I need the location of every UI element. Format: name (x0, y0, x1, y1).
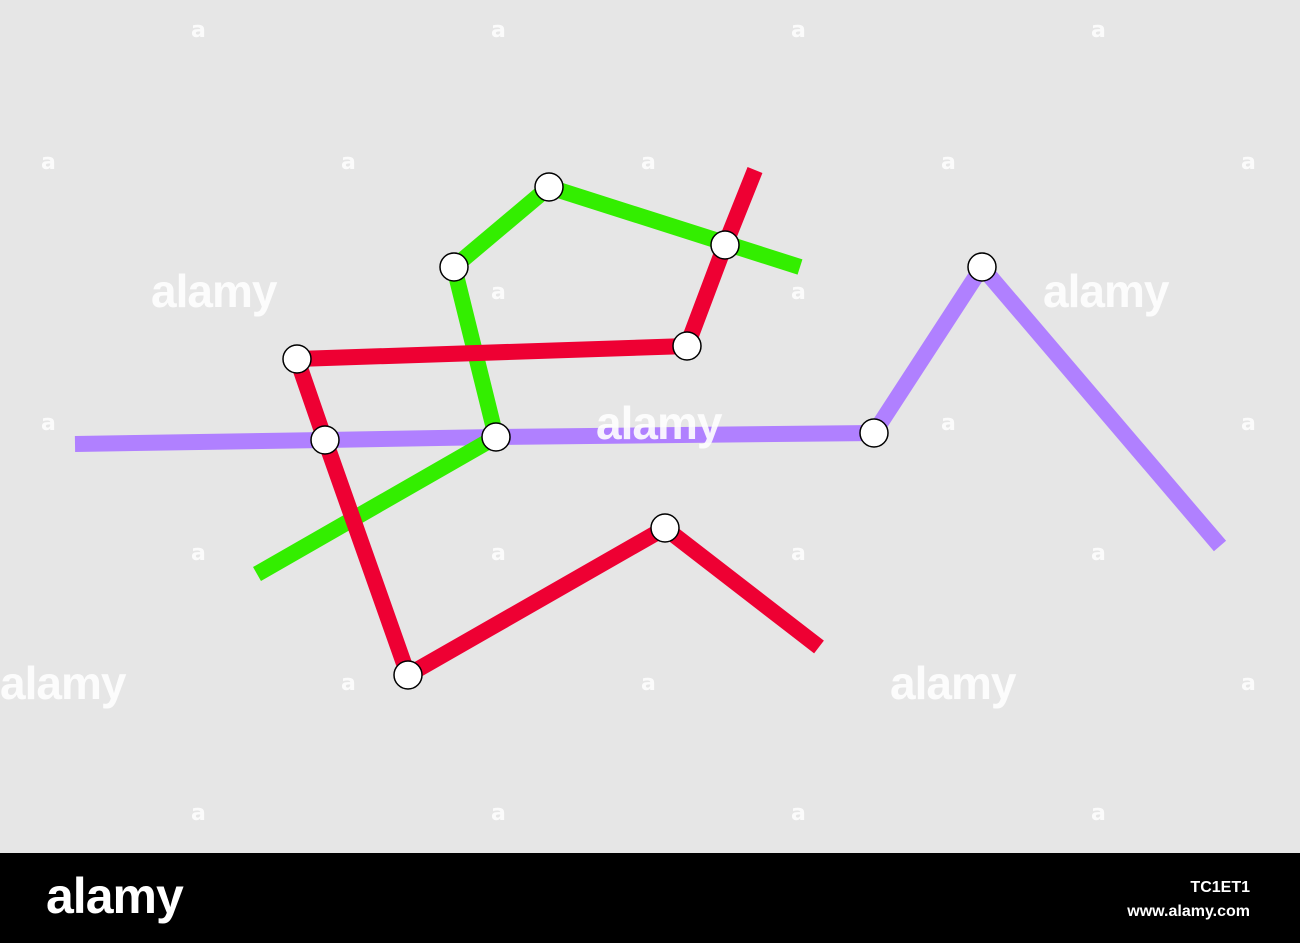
watermark-glyph: a (41, 150, 56, 175)
watermark-glyph: a (341, 150, 356, 175)
station-node (859, 418, 889, 448)
station-node (650, 513, 680, 543)
watermark-glyph: a (191, 18, 206, 43)
watermark-glyph: a (791, 18, 806, 43)
watermark-glyph: a (41, 411, 56, 436)
station-node (282, 344, 312, 374)
station-node (310, 425, 340, 455)
watermark-glyph: a (341, 671, 356, 696)
footer-image-id: TC1ET1 (1190, 879, 1250, 896)
station-node (439, 252, 469, 282)
watermark-glyph: a (1091, 18, 1106, 43)
watermark-glyph: a (1091, 541, 1106, 566)
watermark-glyph: a (791, 280, 806, 305)
station-node (710, 230, 740, 260)
station-node (967, 252, 997, 282)
watermark-glyph: a (191, 801, 206, 826)
watermark-glyph: a (941, 411, 956, 436)
watermark-logo: alamy (1043, 265, 1169, 317)
watermark-logo: alamy (0, 657, 126, 709)
footer-url: www.alamy.com (1127, 903, 1250, 920)
station-node (534, 172, 564, 202)
watermark-glyph: a (1241, 411, 1256, 436)
watermark-glyph: a (191, 541, 206, 566)
watermark-logo: alamy (890, 657, 1016, 709)
footer-brand-logo: alamy (46, 868, 184, 924)
watermark-glyph: a (641, 150, 656, 175)
line-red (285, 167, 824, 687)
watermark-glyph: a (491, 18, 506, 43)
watermark-glyph: a (491, 801, 506, 826)
metro-map-svg (74, 167, 1227, 690)
station-node (672, 331, 702, 361)
watermark-glyph: a (791, 801, 806, 826)
metro-map-diagram: a a a a a a a a a alamy a a alamy a alam… (0, 18, 1256, 826)
line-purple (74, 253, 1227, 552)
station-node (481, 422, 511, 452)
watermark-glyph: a (1091, 801, 1106, 826)
watermark-glyph: a (1241, 671, 1256, 696)
watermark-glyph: a (941, 150, 956, 175)
watermark-glyph: a (491, 280, 506, 305)
watermark-glyph: a (641, 671, 656, 696)
watermark-logo: alamy (151, 265, 277, 317)
station-node (393, 660, 423, 690)
watermark-glyph: a (1241, 150, 1256, 175)
watermark-glyph: a (491, 541, 506, 566)
watermark-glyph: a (791, 541, 806, 566)
stock-footer-bar: alamy TC1ET1 www.alamy.com (0, 853, 1300, 943)
watermark-logo: alamy (596, 397, 722, 449)
